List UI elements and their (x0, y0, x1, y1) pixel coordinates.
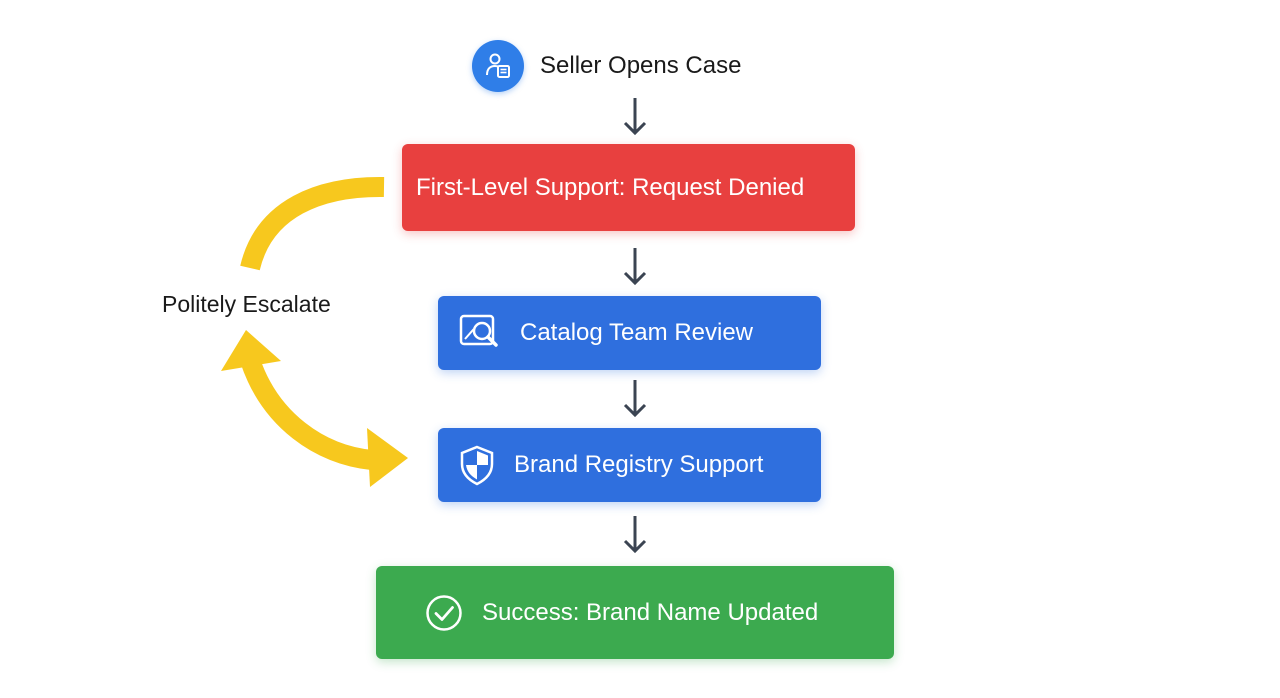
arrow-down-icon (623, 516, 647, 554)
escalation-arc-upper (240, 176, 385, 271)
image-search-icon (458, 313, 502, 353)
step-label: Catalog Team Review (520, 319, 754, 346)
seller-avatar-icon (472, 40, 524, 92)
escalation-label: Politely Escalate (162, 291, 331, 317)
step-catalog-team-review: Catalog Team Review (438, 296, 821, 370)
check-circle-icon (424, 593, 464, 633)
escalation-arrowhead-right (367, 428, 408, 487)
escalation-arrowhead-up (221, 330, 281, 371)
step-first-level-support: First-Level Support: Request Denied (402, 144, 855, 231)
arrow-down-icon (623, 248, 647, 286)
step-label: Brand Registry Support (514, 451, 764, 478)
start-label: Seller Opens Case (540, 52, 742, 79)
shield-icon (458, 444, 496, 486)
escalation-arc-lower (240, 356, 374, 470)
user-document-icon (486, 53, 510, 78)
step-success: Success: Brand Name Updated (376, 566, 894, 659)
arrow-down-icon (623, 98, 647, 136)
step-label: First-Level Support: Request Denied (416, 173, 805, 201)
arrow-down-icon (623, 380, 647, 418)
step-label: Success: Brand Name Updated (482, 598, 819, 626)
step-brand-registry-support: Brand Registry Support (438, 428, 821, 502)
